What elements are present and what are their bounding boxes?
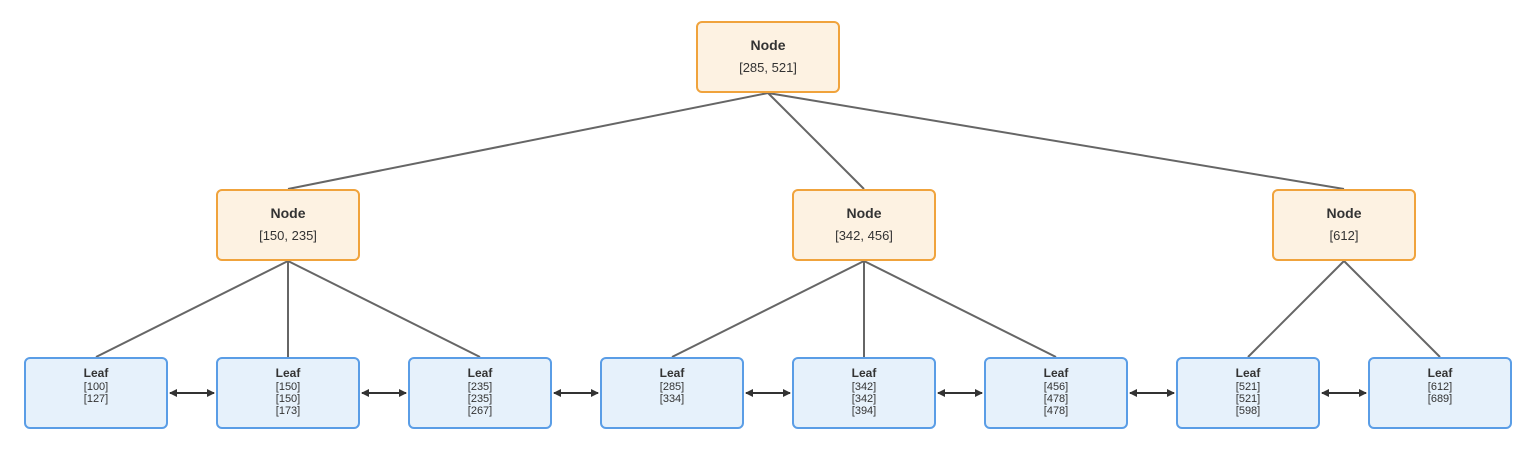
leaf-node-4: Leaf [285] [334] [600,357,744,429]
node-keys: [612] [1329,228,1359,243]
leaf-key: [150] [275,393,301,405]
node-keys: [150, 235] [259,228,317,243]
leaf-title: Leaf [1427,366,1453,380]
node-title: Node [1326,205,1362,221]
root-node: Node [285, 521] [696,21,840,93]
edge-node-3-leaf-7 [1247,260,1345,358]
leaf-title: Leaf [1043,366,1069,380]
leaf-title: Leaf [83,366,109,380]
edge-node-2-leaf-6 [863,260,1057,358]
leaf-key: [342] [851,393,877,405]
leaf-title: Leaf [467,366,493,380]
leaf-node-5: Leaf [342] [342] [394] [792,357,936,429]
leaf-key: [521] [1235,393,1261,405]
leaf-key: [334] [659,393,685,405]
node-title: Node [270,205,306,221]
node-title: Node [750,37,786,53]
internal-node-2: Node [342, 456] [792,189,936,261]
edge-node-3-leaf-8 [1343,260,1441,358]
leaf-title: Leaf [275,366,301,380]
edge-node-1-leaf-1 [95,260,289,358]
leaf-key: [521] [1235,381,1261,393]
leaf-title: Leaf [659,366,685,380]
leaf-key: [394] [851,405,877,417]
leaf-node-2: Leaf [150] [150] [173] [216,357,360,429]
leaf-title: Leaf [851,366,877,380]
leaf-key: [127] [83,393,109,405]
internal-node-3: Node [612] [1272,189,1416,261]
leaf-node-8: Leaf [612] [689] [1368,357,1512,429]
leaf-key: [150] [275,381,301,393]
edge-node-1-leaf-3 [287,260,481,358]
edge-root-node-2 [767,92,865,190]
leaf-key: [456] [1043,381,1069,393]
node-keys: [342, 456] [835,228,893,243]
leaf-key: [173] [275,405,301,417]
leaf-key: [267] [467,405,493,417]
leaf-node-6: Leaf [456] [478] [478] [984,357,1128,429]
leaf-key: [612] [1427,381,1453,393]
node-title: Node [846,205,882,221]
leaf-key: [598] [1235,405,1261,417]
leaf-key: [235] [467,393,493,405]
leaf-node-7: Leaf [521] [521] [598] [1176,357,1320,429]
leaf-node-3: Leaf [235] [235] [267] [408,357,552,429]
leaf-title: Leaf [1235,366,1261,380]
edge-root-node-1 [287,92,769,190]
internal-node-1: Node [150, 235] [216,189,360,261]
leaf-key: [285] [659,381,685,393]
leaf-key: [342] [851,381,877,393]
leaf-node-1: Leaf [100] [127] [24,357,168,429]
edge-node-2-leaf-4 [671,260,865,358]
node-keys: [285, 521] [739,60,797,75]
leaf-key: [478] [1043,405,1069,417]
leaf-key: [235] [467,381,493,393]
leaf-key: [100] [83,381,109,393]
edge-root-node-3 [767,92,1345,190]
leaf-key: [689] [1427,393,1453,405]
leaf-key: [478] [1043,393,1069,405]
